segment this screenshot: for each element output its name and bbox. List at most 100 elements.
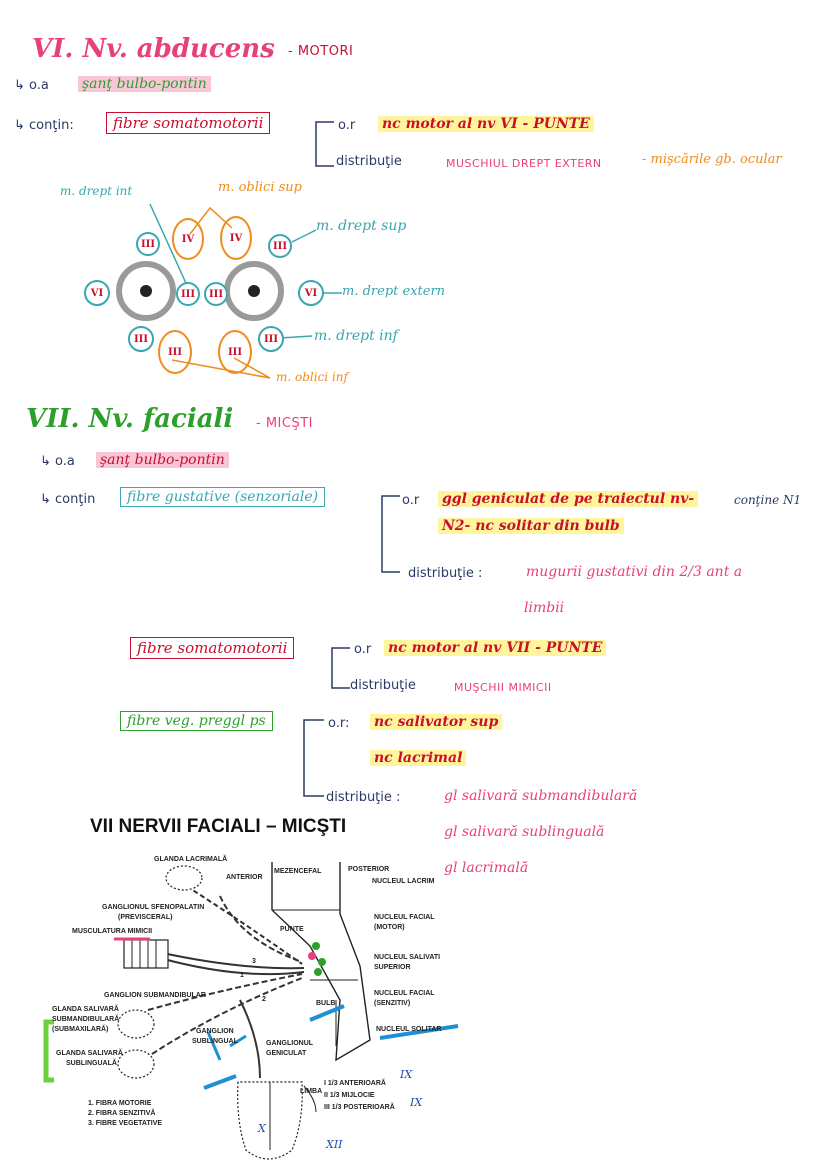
fig-glanda-subling-1: GLANDA SALIVARĂ: [56, 1050, 123, 1057]
gust-distrib-value-1: mugurii gustativi din 2/3 ant a: [526, 564, 743, 580]
fig-glanda-submand-1: GLANDA SALIVARĂ: [52, 1006, 119, 1013]
fig-musculatura-mimicii: MUSCULATURA MIMICII: [72, 928, 153, 935]
veg-distrib-value-2: gl salivară sublinguală: [444, 824, 605, 840]
fig-nucleul-solitar: NUCLEUL SOLITAR: [376, 1026, 442, 1033]
fig-legend-3: 3. FIBRE VEGETATIVE: [88, 1120, 163, 1127]
gust-or-value-2: N2- nc solitar din bulb: [438, 518, 624, 534]
veg-or-value-2: nc lacrimal: [370, 750, 467, 766]
numeral-iii-top-left: III: [136, 232, 160, 256]
left-eyeball: [116, 261, 176, 321]
section6-origin-label: ↳ o.a: [14, 78, 49, 93]
gust-distrib-value-2: limbii: [524, 600, 565, 616]
somatomotor-fibers-box: fibre somatomotorii: [130, 637, 295, 659]
vegetative-fibers-box: fibre veg. preggl ps: [120, 711, 273, 731]
numeral-iii-oval-right: III: [218, 330, 252, 374]
veg-distrib-value-1: gl salivară submandibulară: [444, 788, 638, 804]
section6-distrib-extra: - mişcările gb. ocular: [642, 152, 782, 167]
annot-xii: XII: [326, 1138, 343, 1151]
somato-distrib-label: distribuţie: [350, 678, 416, 693]
veg-distrib-value-3: gl lacrimală: [444, 860, 529, 876]
fig-limba: LIMBA: [300, 1088, 323, 1095]
gust-distrib-label: distribuţie :: [408, 566, 483, 581]
fig-posterior: POSTERIOR: [348, 866, 390, 873]
section7-origin-label: ↳ o.a: [40, 454, 75, 469]
label-drept-extern: m. drept extern: [342, 284, 446, 299]
section6-type: - MOTORI: [288, 44, 354, 59]
fig-ganglion-sublingual-2: SUBLINGUAL: [192, 1038, 238, 1045]
gust-or-value-1: ggl geniculat de pe traiectul nv-: [438, 491, 699, 507]
fig-nucleul-facial-senzitiv: NUCLEUL FACIAL: [374, 990, 435, 997]
numeral-iii-bottom-right: III: [258, 326, 284, 352]
fig-legend-2: 2. FIBRA SENZITIVĂ: [88, 1110, 156, 1117]
veg-distrib-label: distribuţie :: [326, 790, 401, 805]
label-drept-sup: m. drept sup: [316, 218, 407, 234]
fig-glanda-subling-2: SUBLINGUALĂ: [66, 1060, 117, 1067]
fig-superior: SUPERIOR: [374, 964, 411, 971]
gust-or-label: o.r: [402, 493, 420, 508]
section6-distrib-label: distribuţie: [336, 154, 402, 169]
gustative-bracket: [381, 495, 400, 573]
fig-ganglionul-sfenopalatin: GANGLIONUL SFENOPALATIN: [102, 904, 205, 911]
fig-treime-2: II 1/3 MIJLOCIE: [324, 1092, 375, 1099]
numeral-iii-top-right: III: [268, 234, 292, 258]
fig-mezencefal: MEZENCEFAL: [274, 868, 322, 875]
figure-title: VII NERVII FACIALI – MICŞTI: [90, 816, 347, 837]
fig-treime-1: I 1/3 ANTERIOARĂ: [324, 1080, 386, 1087]
numeral-iv-left: IV: [172, 218, 204, 260]
section6-title: VI. Nv. abducens: [32, 34, 275, 64]
somato-or-label: o.r: [354, 642, 372, 657]
label-drept-int: m. drept int: [60, 184, 133, 198]
section6-distrib-muscle: MUSCHIUL DREPT EXTERN: [446, 157, 602, 170]
fig-anterior: ANTERIOR: [226, 874, 263, 881]
fig-glanda-lacrimala: GLANDA LACRIMALĂ: [154, 856, 228, 863]
fig-legend-1: 1. FIBRA MOTORIE: [88, 1100, 152, 1107]
fig-punte: PUNTE: [280, 926, 304, 933]
fig-glanda-submand-2: SUBMANDIBULARĂ: [52, 1016, 120, 1023]
section7-contains-label: ↳ conţin: [40, 492, 96, 507]
section6-or-value: nc motor al nv VI - PUNTE: [378, 116, 594, 132]
fig-ganglion-sublingual-1: GANGLION: [196, 1028, 234, 1035]
section7-type: - MICŞTI: [256, 416, 313, 431]
fig-motor: (MOTOR): [374, 924, 405, 931]
fig-number-2: 2: [262, 996, 266, 1003]
fig-nucleul-lacrim: NUCLEUL LACRIM: [372, 878, 435, 885]
section6-or-label: o.r: [338, 118, 356, 133]
fig-bulb: BULB: [316, 1000, 336, 1007]
section7-origin-value: şanţ bulbo-pontin: [96, 452, 229, 468]
fig-treime-3: III 1/3 POSTERIOARĂ: [324, 1104, 395, 1111]
fig-number-3: 3: [252, 958, 256, 965]
numeral-iii-bottom-left: III: [128, 326, 154, 352]
facial-nerve-figure: [43, 862, 459, 1160]
veg-or-label: o.r:: [328, 716, 350, 731]
annot-x: X: [258, 1122, 266, 1135]
fig-nucleul-salivatori: NUCLEUL SALIVATI: [374, 954, 441, 961]
numeral-vi-left: VI: [84, 280, 110, 306]
somatomotor-bracket: [331, 647, 350, 689]
fig-glanda-submand-3: (SUBMAXILARĂ): [52, 1026, 109, 1033]
annot-ix-1: IX: [400, 1068, 413, 1081]
section6-origin-value: şanţ bulbo-pontin: [78, 76, 211, 92]
fig-nucleul-facial-motor: NUCLEUL FACIAL: [374, 914, 435, 921]
fig-senzitiv: (SENZITIV): [374, 1000, 411, 1007]
label-drept-inf: m. drept inf: [314, 328, 398, 344]
right-eyeball: [224, 261, 284, 321]
section6-bracket: [315, 121, 334, 167]
fig-ganglionul-geniculat-1: GANGLIONUL: [266, 1040, 314, 1047]
annot-ix-2: IX: [410, 1096, 423, 1109]
label-oblici-inf: m. oblici inf: [276, 370, 348, 384]
fig-ganglionul-geniculat-2: GENICULAT: [266, 1050, 307, 1057]
numeral-iii-center-left: III: [176, 282, 200, 306]
numeral-iv-right: IV: [220, 216, 252, 260]
fig-previsceral: (PREVISCERAL): [118, 914, 173, 921]
fig-ganglion-submandibular: GANGLION SUBMANDIBULAR: [104, 992, 206, 999]
somato-or-value: nc motor al nv VII - PUNTE: [384, 640, 607, 656]
somato-distrib-value: MUŞCHII MIMICII: [454, 681, 552, 694]
label-oblici-sup: m. oblici sup: [218, 180, 302, 195]
gust-or-value-1b: conţine N1: [734, 493, 802, 507]
section7-title: VII. Nv. faciali: [26, 404, 234, 434]
gustative-fibers-box: fibre gustative (senzoriale): [120, 487, 326, 507]
veg-or-value-1: nc salivator sup: [370, 714, 503, 730]
numeral-vi-right: VI: [298, 280, 324, 306]
section6-contains-label: ↳ conţin:: [14, 118, 74, 133]
fig-number-1: 1: [240, 972, 244, 979]
